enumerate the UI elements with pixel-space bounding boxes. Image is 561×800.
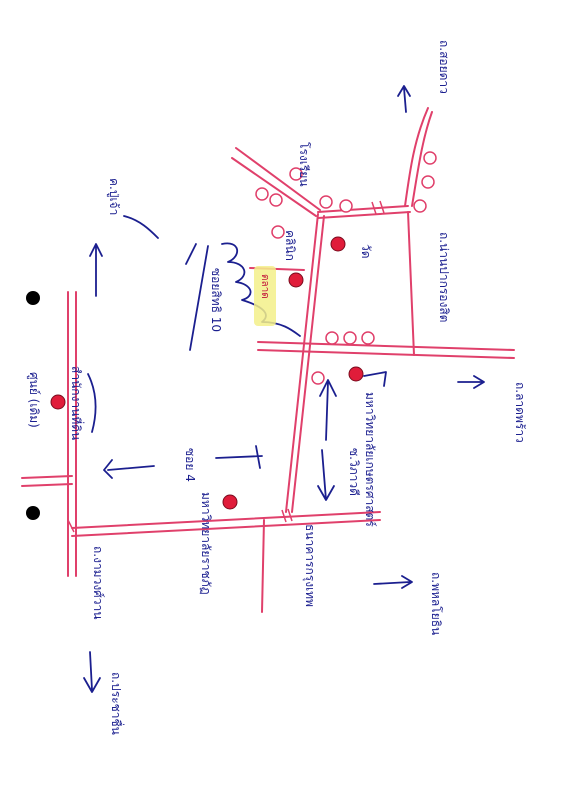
label-bank: ธนาคารกรุงเทพ <box>302 524 317 607</box>
road-main-vertical-b <box>291 215 325 513</box>
ink-marks <box>83 85 485 693</box>
road-diagonal-top-left-b <box>231 157 317 217</box>
text-labels: ถ.สอยดาว โรงเรียน วัด ถ.น่านปากรองสิต ซอ… <box>26 40 527 735</box>
road-far-left-b <box>21 483 73 487</box>
tick-3 <box>67 519 75 533</box>
label-canal-left: ค.ปู่เจ้า <box>106 178 121 215</box>
arrow-right-bottom-icon <box>373 575 413 589</box>
road-mid-horizontal-b <box>257 349 515 359</box>
label-bottom-road: ถ.ประชาชื่น <box>109 672 125 735</box>
label-market: ตลาด <box>259 274 270 299</box>
label-top-road: ถ.สอยดาว <box>437 40 451 94</box>
tick-2 <box>281 508 293 523</box>
binder-hole-top <box>26 291 40 305</box>
arrow-horizontal-icon <box>103 459 155 479</box>
label-right-road: ถ.ลาดพร้าว <box>513 382 527 443</box>
road-mid-horizontal <box>257 341 515 351</box>
label-temple: วัด <box>359 244 373 259</box>
highlight-mark <box>254 266 276 326</box>
pin-temple <box>330 236 346 252</box>
road-right-curve-b <box>411 111 433 207</box>
label-left-road: ถ.งามวงศ์วาน <box>91 546 105 619</box>
pin-university <box>222 494 238 510</box>
road-top-horizontal <box>317 205 409 213</box>
arrow-mid-down-icon <box>317 449 335 501</box>
arrow-right-icon <box>457 375 485 389</box>
curve-left-top <box>123 215 159 239</box>
label-soi: ซอยสิทธิ 10 <box>209 268 223 332</box>
arrow-mid-up-icon <box>319 379 337 441</box>
label-soi2: ซ.วิภาวดี <box>347 448 361 496</box>
label-mid-road: ซอย 4 <box>183 448 197 482</box>
arrow-cross-icon <box>215 445 263 469</box>
pin-school <box>348 366 364 382</box>
label-kasetsart: มหาวิทยาลัยเกษตรศาสตร์ <box>363 392 377 527</box>
road-right-vertical <box>407 211 415 356</box>
road-bottom-horizontal <box>71 511 381 529</box>
label-school-top: โรงเรียน <box>297 142 311 187</box>
houses <box>255 151 437 385</box>
tick-1 <box>371 200 385 215</box>
label-office: ศูนย์ (เดิม) <box>26 372 41 428</box>
pins <box>50 236 364 510</box>
label-clinic: คลินิก <box>283 230 297 261</box>
arrow-down-icon <box>83 651 101 693</box>
road-red-bottom <box>261 519 265 613</box>
arrow-top-icon <box>397 85 411 113</box>
label-office2: สำนักงานที่ดิน <box>69 366 85 440</box>
road-diagonal-top-left <box>235 147 321 211</box>
road-main-vertical <box>285 213 319 513</box>
binder-hole-bottom <box>26 506 40 520</box>
roads <box>21 107 515 613</box>
label-nan-road: ถ.น่านปากรองสิต <box>437 232 451 322</box>
road-bottom-horizontal-b <box>71 519 381 537</box>
label-bottom-right-road: ถ.พหลโยธิน <box>429 572 443 635</box>
road-top-horizontal-b <box>317 211 411 219</box>
road-right-curve <box>404 107 429 207</box>
road-far-left <box>21 475 73 479</box>
arrow-diagonal-icon <box>185 243 209 351</box>
arrow-left-up-icon <box>89 243 103 297</box>
pin-office <box>50 394 66 410</box>
school-flag-icon <box>363 371 387 387</box>
curve-left-mid <box>87 373 97 433</box>
label-university: มหาวิทยาลัยราชภัฏ <box>199 492 213 595</box>
pin-clinic <box>288 272 304 288</box>
